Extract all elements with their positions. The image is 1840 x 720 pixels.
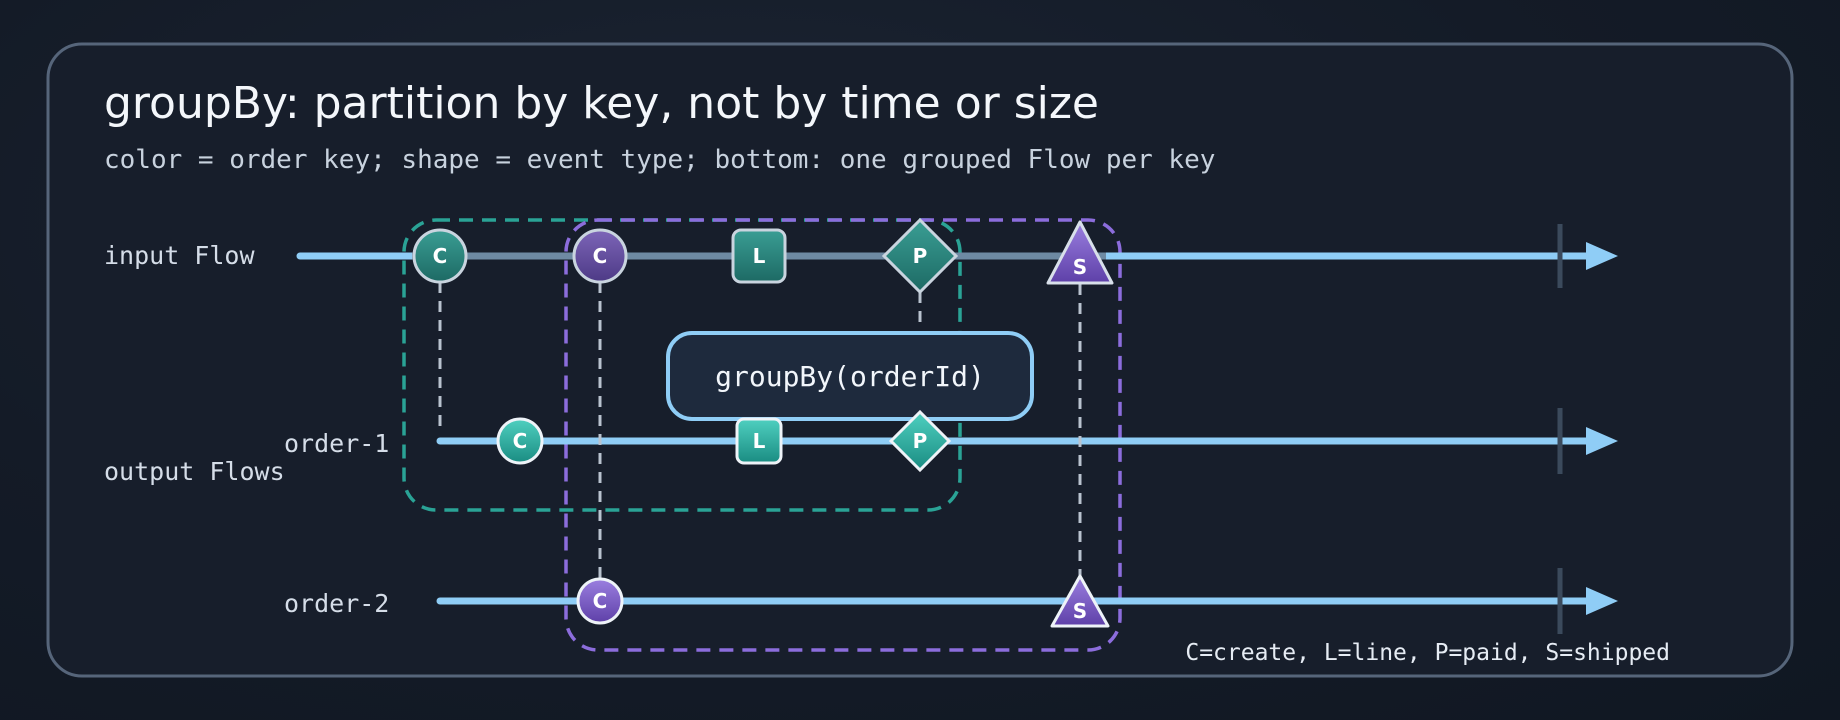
order-2-label: order-2	[284, 589, 389, 618]
operator-box	[666, 331, 1034, 421]
marble-letter: C	[593, 244, 608, 268]
order-1-timeline-arrow	[1586, 427, 1618, 455]
output-flows-label: output Flows	[104, 457, 285, 486]
marble-letter: C	[433, 244, 448, 268]
marble-letter: S	[1073, 599, 1087, 623]
input-marble-order-2-create: C	[572, 228, 628, 284]
input-marble-order-1-line: L	[731, 228, 787, 284]
groupby-operator: groupBy(orderId)	[666, 331, 1034, 421]
marble-letter: P	[913, 429, 928, 453]
order-2-marble-shipped: S	[1050, 574, 1110, 628]
order-1-timeline	[436, 408, 1618, 474]
diagram-subtitle: color = order key; shape = event type; b…	[104, 145, 1215, 175]
operator-label: groupBy(orderId)	[715, 360, 985, 393]
input-marble-order-1-paid: P	[881, 217, 959, 295]
legend-text: C=create, L=line, P=paid, S=shipped	[1185, 640, 1670, 666]
group-box-order-2	[564, 218, 1122, 652]
order-1-label: order-1	[284, 429, 389, 458]
order-2-timeline	[436, 568, 1618, 634]
order-1-marble-create: C	[496, 417, 544, 465]
input-marble-order-1-create: C	[412, 228, 468, 284]
order-2-marble-create: C	[576, 577, 624, 625]
marble-letter: C	[593, 589, 608, 613]
marble-letter: L	[753, 429, 766, 453]
marble-letter: P	[913, 244, 928, 268]
diagram-title: groupBy: partition by key, not by time o…	[104, 78, 1099, 129]
marble-letter: S	[1073, 255, 1087, 279]
marble-letter: C	[513, 429, 528, 453]
marble-letter: L	[753, 244, 766, 268]
input-marble-order-2-shipped: S	[1046, 220, 1114, 285]
order-2-timeline-arrow	[1586, 587, 1618, 615]
input-flow-label: input Flow	[104, 241, 255, 270]
drop-lines	[438, 282, 1082, 578]
order-1-marble-paid: P	[888, 409, 952, 473]
order-1-marble-line: L	[735, 417, 783, 465]
input-timeline-arrow	[1586, 242, 1618, 270]
